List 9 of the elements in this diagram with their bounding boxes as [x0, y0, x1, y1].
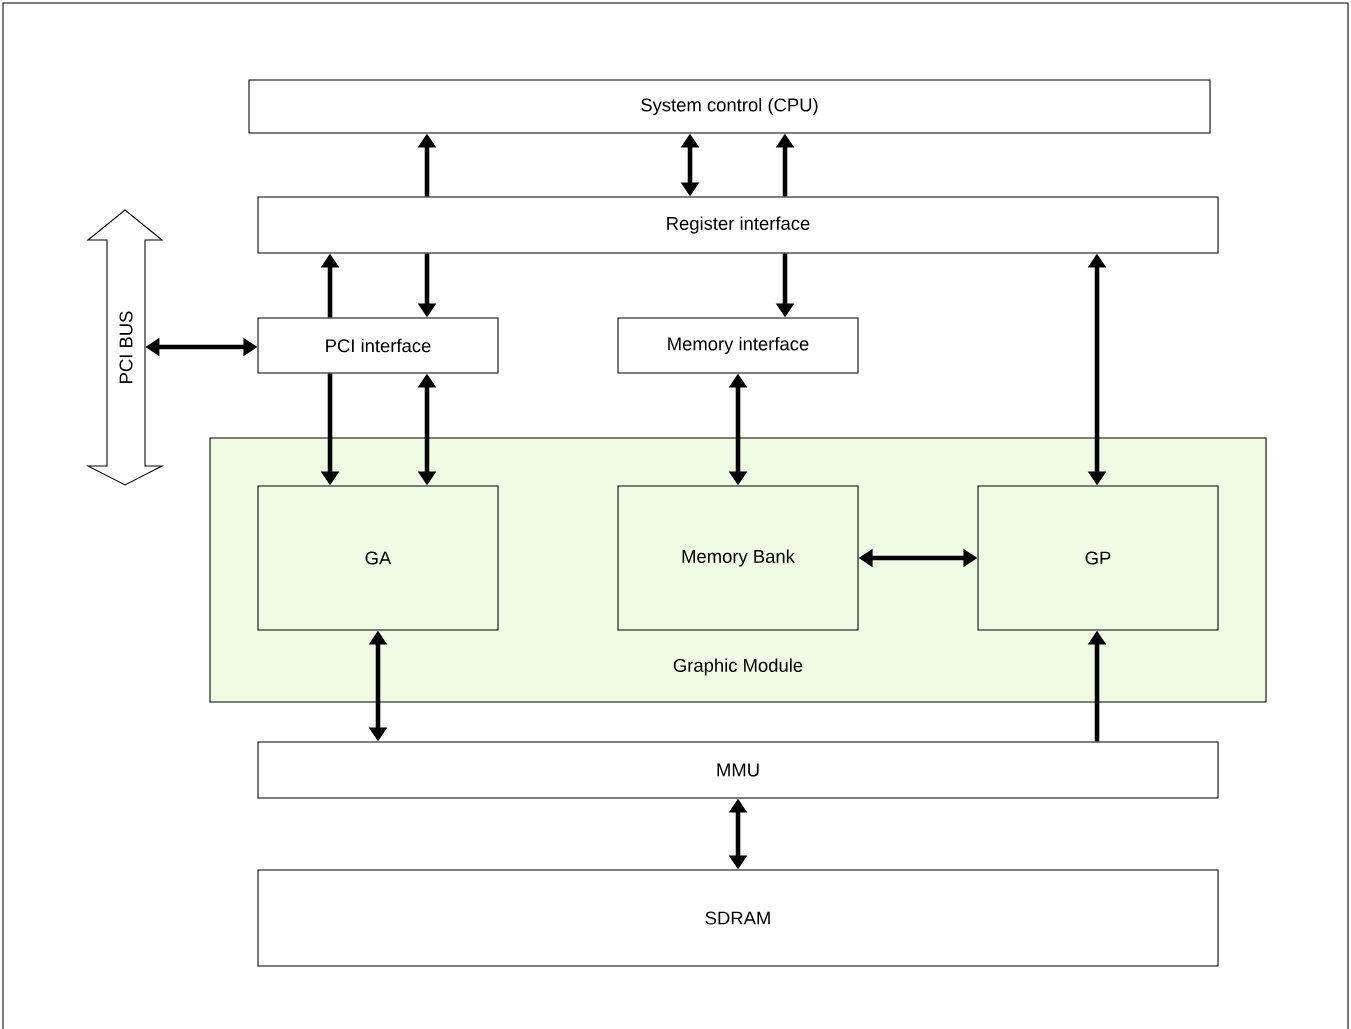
process-box: System control (CPU) — [248, 79, 1211, 134]
process-box: PCI interface — [257, 317, 499, 374]
process-box: GA — [257, 485, 499, 631]
process-box: GP — [977, 485, 1219, 631]
process-box: Memory interface — [617, 317, 859, 374]
process-box: Memory Bank — [617, 485, 859, 631]
process-box: Register interface — [257, 196, 1219, 254]
process-box: MMU — [257, 741, 1219, 799]
process-box: SDRAM — [257, 869, 1219, 967]
